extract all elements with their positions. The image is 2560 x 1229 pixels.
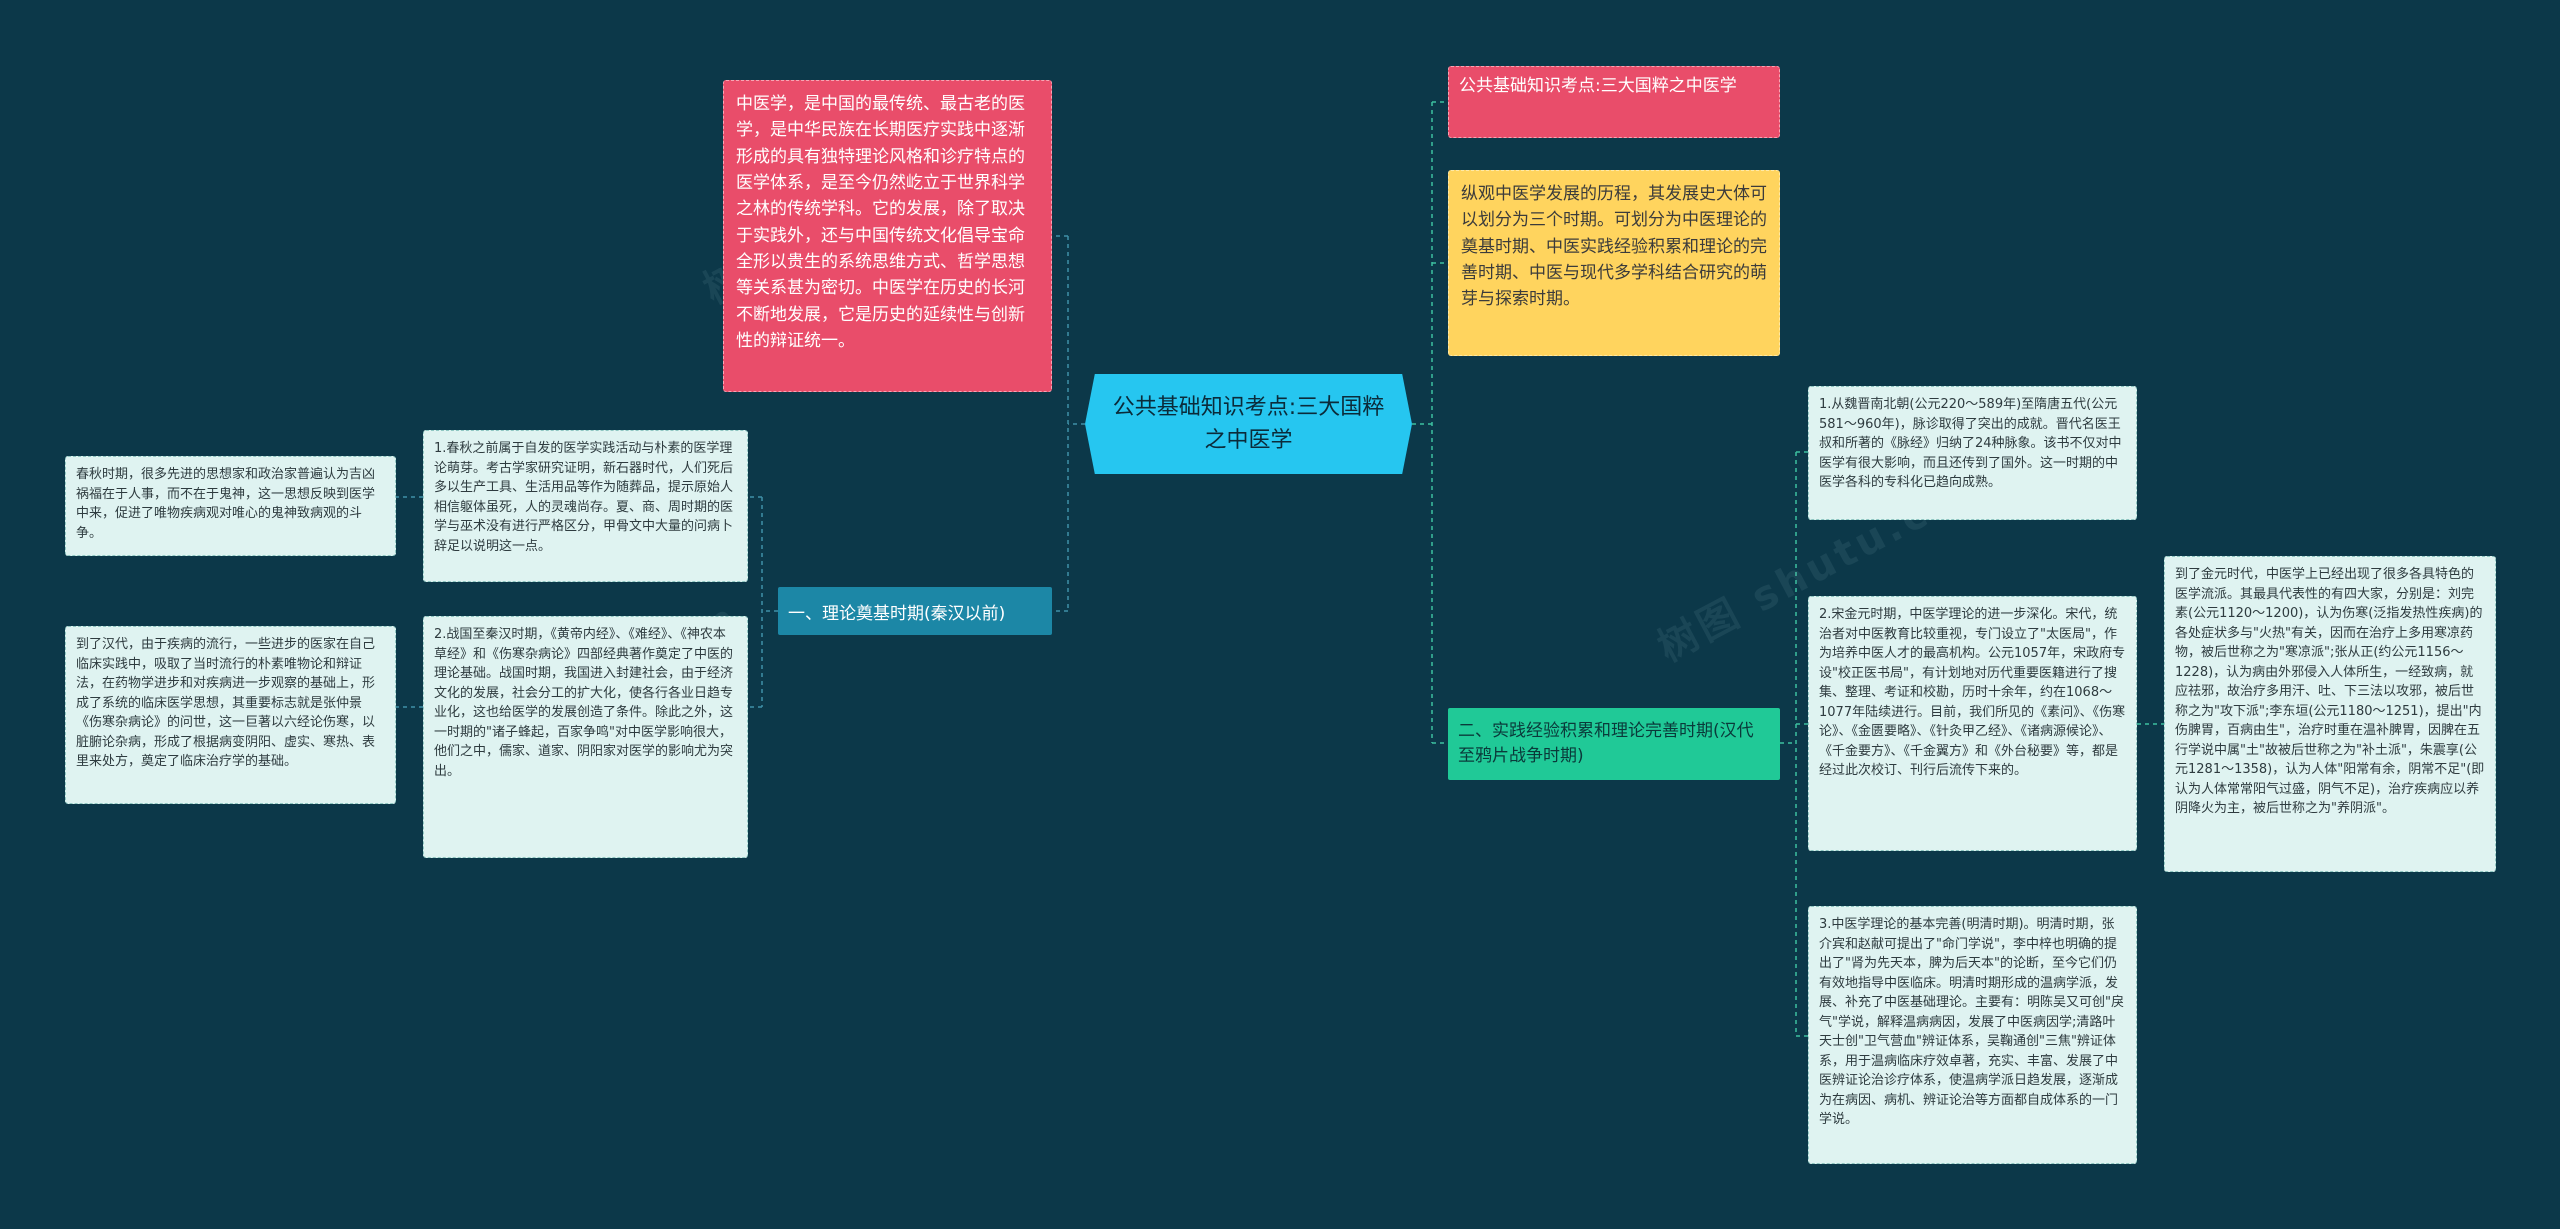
foundation-item-1-note[interactable]: 春秋时期，很多先进的思想家和政治家普遍认为吉凶祸福在于人事，而不在于鬼神，这一思…: [65, 456, 396, 556]
overview-card[interactable]: 纵观中医学发展的历程，其发展史大体可以划分为三个时期。可划分为中医理论的奠基时期…: [1448, 170, 1780, 356]
branch-practice-period-label: 二、实践经验积累和理论完善时期(汉代至鸦片战争时期): [1458, 720, 1754, 767]
practice-item-2-note[interactable]: 到了金元时代，中医学上已经出现了很多各具特色的医学流派。其最具代表性的有四大家，…: [2164, 556, 2496, 872]
foundation-item-2-note[interactable]: 到了汉代，由于疾病的流行，一些进步的医家在自己临床实践中，吸取了当时流行的朴素唯…: [65, 626, 396, 804]
intro-card[interactable]: 中医学，是中国的最传统、最古老的医学，是中华民族在长期医疗实践中逐渐形成的具有独…: [723, 80, 1052, 392]
practice-item-2[interactable]: 2.宋金元时期，中医学理论的进一步深化。宋代，统治者对中医教育比较重视，专门设立…: [1808, 596, 2137, 851]
foundation-item-1-text: 1.春秋之前属于自发的医学实践活动与朴素的医学理论萌芽。考古学家研究证明，新石器…: [434, 441, 734, 554]
branch-theory-foundation-label: 一、理论奠基时期(秦汉以前): [788, 603, 1006, 624]
foundation-item-1[interactable]: 1.春秋之前属于自发的医学实践活动与朴素的医学理论萌芽。考古学家研究证明，新石器…: [423, 430, 748, 582]
intro-text: 中医学，是中国的最传统、最古老的医学，是中华民族在长期医疗实践中逐渐形成的具有独…: [736, 94, 1025, 352]
practice-item-1-text: 1.从魏晋南北朝(公元220～589年)至隋唐五代(公元581～960年)，脉诊…: [1819, 397, 2122, 490]
foundation-item-1-note-text: 春秋时期，很多先进的思想家和政治家普遍认为吉凶祸福在于人事，而不在于鬼神，这一思…: [76, 467, 376, 541]
central-topic[interactable]: 公共基础知识考点:三大国粹之中医学: [1085, 374, 1412, 474]
practice-item-1[interactable]: 1.从魏晋南北朝(公元220～589年)至隋唐五代(公元581～960年)，脉诊…: [1808, 386, 2137, 520]
title-tag-text: 公共基础知识考点:三大国粹之中医学: [1459, 76, 1737, 96]
foundation-item-2-text: 2.战国至秦汉时期，《黄帝内经》、《难经》、《神农本草经》和《伤寒杂病论》四部经…: [434, 627, 734, 779]
overview-text: 纵观中医学发展的历程，其发展史大体可以划分为三个时期。可划分为中医理论的奠基时期…: [1461, 184, 1767, 310]
branch-theory-foundation[interactable]: 一、理论奠基时期(秦汉以前): [778, 587, 1052, 635]
branch-practice-period[interactable]: 二、实践经验积累和理论完善时期(汉代至鸦片战争时期): [1448, 708, 1780, 780]
title-tag-card[interactable]: 公共基础知识考点:三大国粹之中医学: [1448, 66, 1780, 138]
foundation-item-2[interactable]: 2.战国至秦汉时期，《黄帝内经》、《难经》、《神农本草经》和《伤寒杂病论》四部经…: [423, 616, 748, 858]
practice-item-2-text: 2.宋金元时期，中医学理论的进一步深化。宋代，统治者对中医教育比较重视，专门设立…: [1819, 607, 2126, 778]
practice-item-2-note-text: 到了金元时代，中医学上已经出现了很多各具特色的医学流派。其最具代表性的有四大家，…: [2175, 567, 2485, 816]
practice-item-3-text: 3.中医学理论的基本完善(明清时期)。明清时期，张介宾和赵献可提出了"命门学说"…: [1819, 917, 2124, 1127]
practice-item-3[interactable]: 3.中医学理论的基本完善(明清时期)。明清时期，张介宾和赵献可提出了"命门学说"…: [1808, 906, 2137, 1164]
foundation-item-2-note-text: 到了汉代，由于疾病的流行，一些进步的医家在自己临床实践中，吸取了当时流行的朴素唯…: [76, 637, 376, 769]
central-topic-label: 公共基础知识考点:三大国粹之中医学: [1112, 395, 1385, 453]
